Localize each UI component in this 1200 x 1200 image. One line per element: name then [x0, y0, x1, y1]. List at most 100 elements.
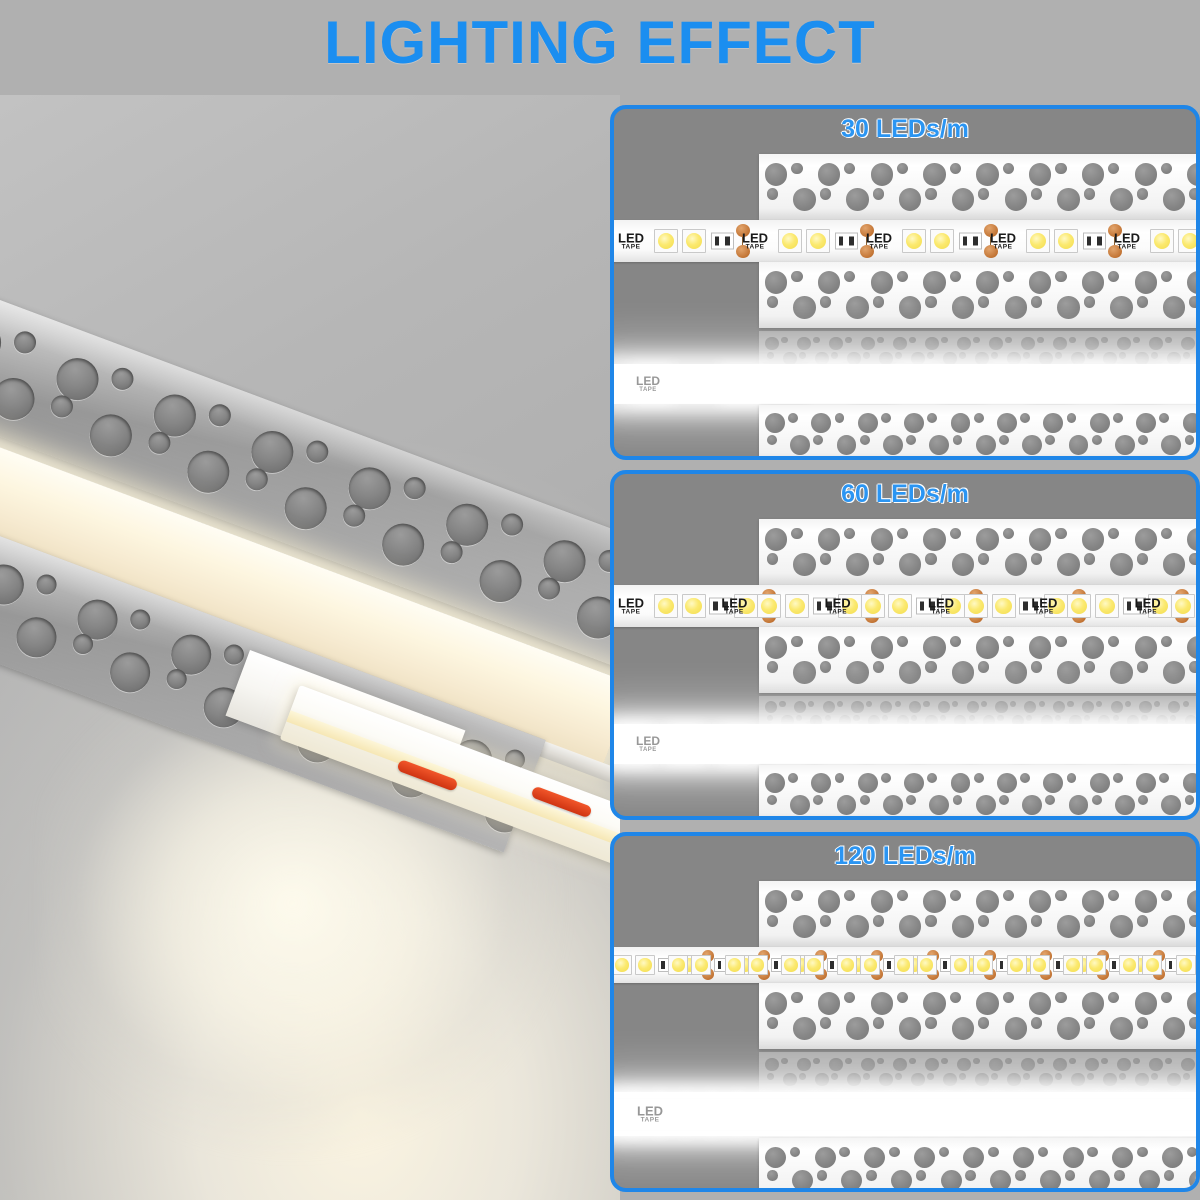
page-title: LIGHTING EFFECT: [324, 9, 876, 76]
led-chip: [681, 594, 706, 618]
band-hole: [973, 413, 984, 423]
band-hole: [1117, 1057, 1131, 1072]
band-hole: [793, 188, 816, 211]
band-hole: [1029, 528, 1052, 551]
band-hole: [866, 1170, 877, 1181]
led-chip: [1062, 955, 1083, 975]
band-hole: [1068, 435, 1089, 455]
band-hole: [925, 336, 939, 351]
band-hole: [1083, 553, 1096, 565]
band-hole: [781, 336, 788, 344]
band-hole: [952, 795, 963, 806]
band-hole: [1159, 413, 1170, 423]
band-hole: [819, 296, 832, 308]
led-chip: [781, 955, 802, 975]
band-hole: [949, 636, 962, 648]
led-chip: [860, 594, 885, 618]
led-chip: [784, 594, 809, 618]
band-hole: [1057, 553, 1080, 576]
band-hole: [1069, 1057, 1076, 1065]
band-hole: [767, 188, 779, 200]
flange-hole: [205, 401, 234, 430]
band-hole: [1134, 992, 1158, 1015]
band-hole: [1031, 296, 1043, 308]
led-chip: [930, 229, 955, 253]
band-hole: [861, 1057, 875, 1072]
band-hole: [819, 915, 832, 927]
band-hole: [1004, 1017, 1028, 1040]
band-hole: [1039, 1170, 1061, 1188]
band-hole: [883, 435, 903, 455]
band-hole: [923, 528, 946, 551]
band-hole: [923, 701, 930, 708]
led-chip: [1119, 955, 1140, 975]
led-chip: [1054, 229, 1079, 253]
band-hole: [1055, 163, 1067, 175]
band-hole: [951, 1017, 975, 1040]
band-hole: [813, 1057, 820, 1065]
band-hole: [791, 271, 803, 283]
perforated-band-30-top: [759, 154, 1196, 220]
band-hole: [841, 1170, 863, 1188]
flange-hole: [376, 517, 431, 572]
band-hole: [1101, 336, 1108, 344]
band-hole: [870, 163, 894, 186]
band-hole: [765, 1057, 779, 1072]
flange-hole: [10, 611, 63, 664]
band-hole: [913, 1146, 935, 1168]
band-hole: [829, 336, 843, 351]
band-hole: [1081, 163, 1105, 186]
band-hole: [814, 1146, 836, 1168]
band-hole: [808, 701, 815, 708]
perforated-band-60-mid: [759, 627, 1196, 693]
band-hole: [1064, 1170, 1076, 1181]
band-hole: [811, 413, 832, 433]
perforated-band-120-bottom: [759, 1138, 1196, 1188]
band-hole: [909, 1057, 916, 1065]
band-hole: [1161, 271, 1173, 283]
band-hole: [1181, 1057, 1195, 1072]
band-hole: [1066, 413, 1077, 423]
band-hole: [1083, 188, 1096, 200]
band-hole: [790, 435, 810, 455]
led-chip: [1029, 955, 1050, 975]
tape-resistor: [710, 232, 734, 250]
band-hole: [899, 661, 922, 684]
band-hole: [839, 1146, 850, 1158]
band-hole: [1031, 553, 1043, 565]
band-hole: [797, 1057, 811, 1072]
led-chip: [973, 955, 994, 975]
band-hole: [1085, 1057, 1099, 1072]
tape-cut-pad: [735, 224, 750, 258]
band-hole: [1005, 336, 1012, 344]
band-hole: [991, 1072, 998, 1080]
band-hole: [1184, 795, 1195, 806]
band-hole: [941, 1057, 948, 1065]
led-chip: [837, 955, 858, 975]
flange-hole: [0, 371, 41, 426]
band-hole: [951, 553, 975, 576]
band-hole: [997, 773, 1017, 793]
tape-resistor: [915, 597, 939, 615]
band-hole: [990, 1170, 1012, 1188]
band-hole: [1113, 413, 1123, 423]
band-hole: [927, 413, 938, 423]
band-hole: [836, 435, 857, 455]
band-hole: [788, 773, 799, 783]
band-hole: [1083, 1017, 1096, 1029]
band-hole: [1119, 1072, 1126, 1080]
band-hole: [1115, 795, 1135, 815]
band-hole: [1134, 636, 1158, 659]
band-hole: [870, 271, 894, 294]
